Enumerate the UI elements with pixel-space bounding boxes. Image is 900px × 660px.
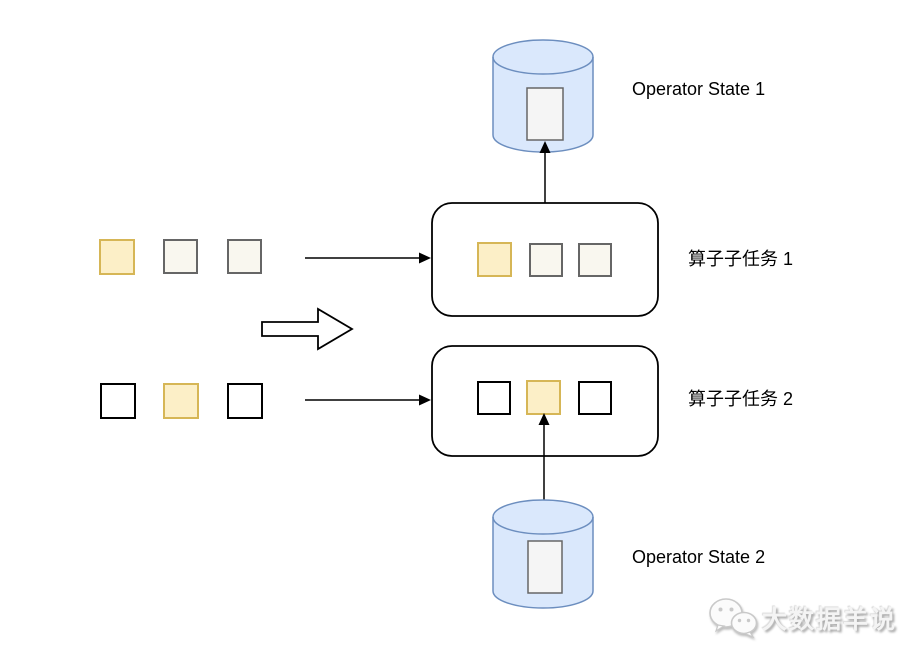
subtask1-square-highlight xyxy=(477,242,512,277)
arrow-stream1-to-subtask1 xyxy=(305,252,431,264)
stream1-square-2 xyxy=(163,239,198,274)
subtask2-square-highlight xyxy=(526,380,561,415)
stream2-square-1 xyxy=(100,383,136,419)
operator-state-1-cylinder xyxy=(492,39,594,153)
subtask-1-label: 算子子任务 1 xyxy=(688,249,794,269)
watermark-text: 大数据羊说 xyxy=(762,606,898,634)
stream1-square-highlight xyxy=(99,239,135,275)
subtask-2-box xyxy=(431,345,659,457)
operator-state-2-cylinder xyxy=(492,499,594,609)
operator-state-2-label: Operator State 2 xyxy=(632,547,766,567)
subtask2-square-3 xyxy=(578,381,612,415)
stream2-square-highlight xyxy=(163,383,199,419)
subtask1-square-3 xyxy=(578,243,612,277)
subtask2-square-1 xyxy=(477,381,511,415)
stream2-square-3 xyxy=(227,383,263,419)
watermark: 大数据羊说 xyxy=(706,596,897,640)
wechat-logo-icon xyxy=(709,598,758,639)
subtask-1-box xyxy=(431,202,659,317)
stream1-square-3 xyxy=(227,239,262,274)
state-2-slot xyxy=(527,540,563,594)
input-stream-2 xyxy=(100,383,263,419)
subtask-2-label: 算子子任务 2 xyxy=(688,389,794,409)
redistribute-arrow xyxy=(261,307,354,351)
input-stream-1 xyxy=(99,239,262,275)
operator-state-1-label: Operator State 1 xyxy=(632,79,766,99)
subtask1-square-2 xyxy=(529,243,563,277)
arrow-stream2-to-subtask2 xyxy=(305,394,431,406)
state-1-slot xyxy=(526,87,564,141)
